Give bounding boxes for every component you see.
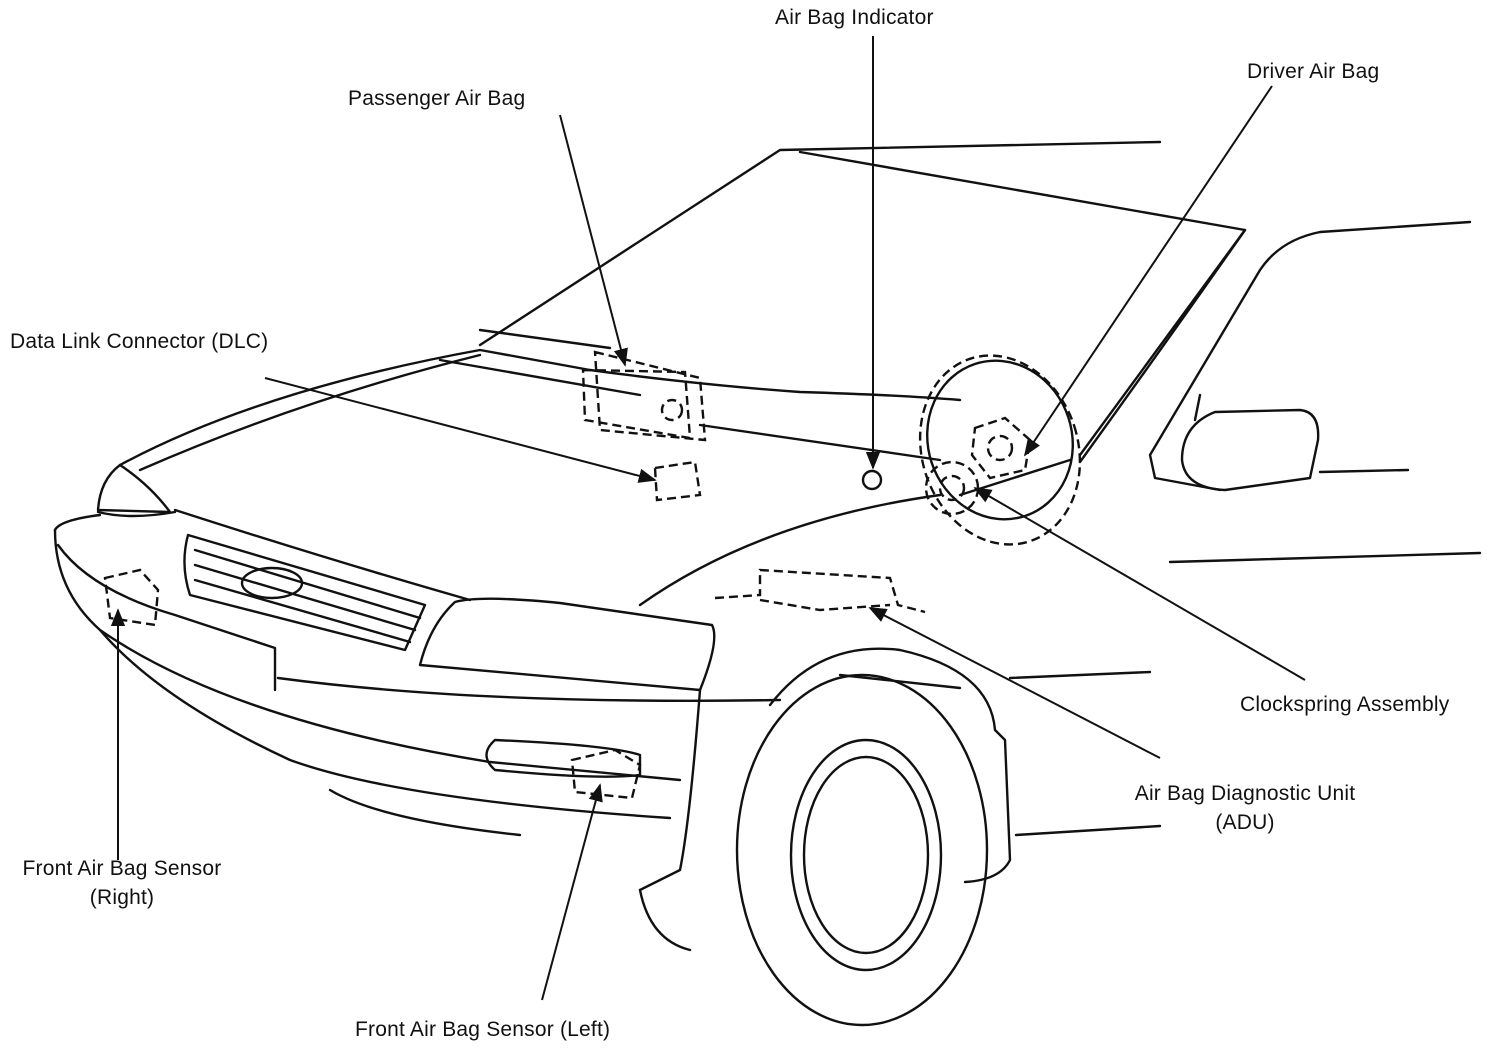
air-bag-diagnostic-unit	[714, 568, 926, 614]
leader-front-sensor-left	[541, 783, 603, 1001]
label-driver-air-bag: Driver Air Bag	[1247, 60, 1380, 83]
label-front-sensor-right-line2: (Right)	[89, 886, 155, 909]
label-front-sensor-left: Front Air Bag Sensor (Left)	[355, 1018, 611, 1041]
label-air-bag-indicator: Air Bag Indicator	[775, 6, 934, 29]
label-front-sensor-right: Front Air Bag Sensor (Right)	[2, 854, 242, 912]
label-clockspring-assembly: Clockspring Assembly	[1240, 693, 1450, 716]
front-air-bag-sensor-left-unit	[570, 748, 642, 800]
data-link-connector	[653, 460, 702, 502]
clockspring-assembly	[924, 460, 980, 516]
car-body-outline	[53, 140, 1482, 1027]
label-adu-line2: (ADU)	[1215, 811, 1275, 834]
label-front-sensor-right-line1: Front Air Bag Sensor	[22, 857, 222, 880]
label-data-link-connector: Data Link Connector (DLC)	[10, 330, 269, 353]
front-air-bag-sensor-right-unit	[103, 568, 160, 627]
driver-air-bag-module	[970, 416, 1032, 480]
leader-clockspring-assembly	[973, 487, 1306, 681]
air-bag-indicator-lamp	[861, 469, 883, 491]
leader-air-bag-diagnostic-unit	[868, 607, 1161, 759]
label-adu-line1: Air Bag Diagnostic Unit	[1134, 782, 1356, 805]
leader-passenger-air-bag	[559, 114, 628, 367]
leader-driver-air-bag	[1023, 85, 1273, 457]
leader-data-link-connector	[264, 377, 657, 483]
passenger-air-bag-module	[581, 350, 707, 442]
label-passenger-air-bag: Passenger Air Bag	[348, 87, 526, 110]
label-air-bag-diagnostic-unit: Air Bag Diagnostic Unit (ADU)	[1110, 779, 1380, 837]
leader-lines	[110, 36, 1306, 1001]
